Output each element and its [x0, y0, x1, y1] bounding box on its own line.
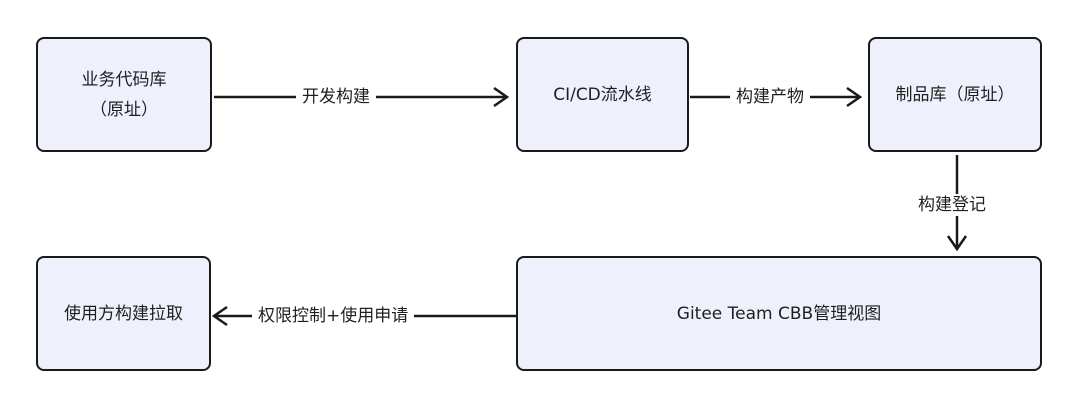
node-gitee-cbb-view: Gitee Team CBB管理视图 [516, 256, 1042, 371]
node-consumer-pull-label: 使用方构建拉取 [64, 303, 183, 324]
node-artifact-repo: 制品库（原址） [868, 37, 1042, 152]
node-artifact-repo-label: 制品库（原址） [895, 84, 1015, 105]
edge-permission-arrowhead [211, 305, 228, 327]
edge-label-build-register: 构建登记 [912, 194, 992, 216]
node-gitee-cbb-view-label: Gitee Team CBB管理视图 [676, 303, 882, 324]
edge-label-build-artifact: 构建产物 [730, 86, 810, 108]
node-cicd-pipeline: CI/CD流水线 [516, 37, 689, 152]
node-business-repo: 业务代码库 （原址） [36, 37, 212, 152]
node-business-repo-line1: 业务代码库 [81, 69, 167, 90]
node-consumer-pull: 使用方构建拉取 [36, 256, 211, 371]
edge-dev-build-arrowhead [493, 86, 510, 108]
node-cicd-pipeline-label: CI/CD流水线 [553, 84, 652, 105]
edge-label-permission: 权限控制+使用申请 [252, 305, 415, 327]
edge-label-dev-build: 开发构建 [296, 86, 376, 108]
edge-build-register-arrowhead [946, 235, 968, 252]
edge-build-artifact-arrowhead [846, 86, 863, 108]
node-business-repo-line2: （原址） [90, 99, 158, 120]
